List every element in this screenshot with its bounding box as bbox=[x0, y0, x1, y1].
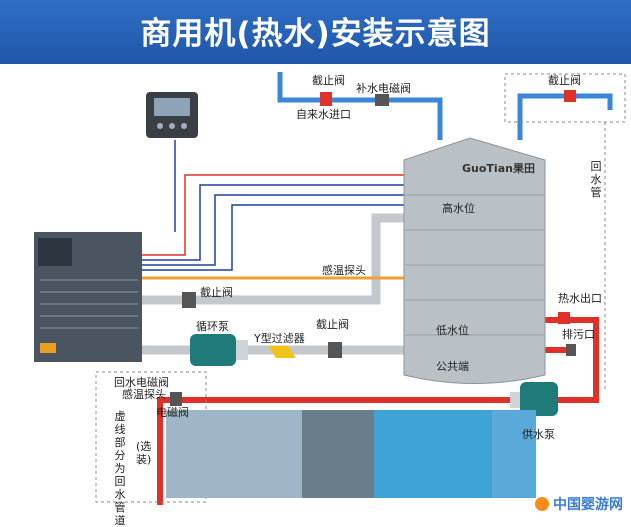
label-valve-middle: 截止阀 bbox=[200, 286, 233, 299]
label-high-level: 高水位 bbox=[442, 202, 475, 215]
label-hot-water-outlet: 热水出口 bbox=[558, 292, 602, 305]
label-dashed-note: 虚线部分为回水管道 bbox=[114, 410, 126, 527]
water-tank bbox=[403, 137, 546, 384]
label-y-filter: Y型过滤器 bbox=[254, 332, 305, 345]
label-tap-water-inlet: 自来水进口 bbox=[296, 108, 351, 121]
label-low-level: 低水位 bbox=[436, 324, 469, 337]
label-optional: (选装) bbox=[136, 440, 152, 466]
valves bbox=[170, 90, 576, 406]
page-title: 商用机(热水)安装示意图 bbox=[140, 16, 491, 52]
supply-pump bbox=[510, 382, 558, 416]
sensor-wires bbox=[140, 140, 437, 360]
label-common-end: 公共端 bbox=[436, 360, 469, 373]
label-solenoid-valve: 电磁阀 bbox=[156, 406, 189, 419]
label-solenoid-makeup: 补水电磁阀 bbox=[356, 82, 411, 95]
label-drain-outlet: 排污口 bbox=[562, 328, 595, 341]
label-probe-small: 感温探头 bbox=[122, 388, 166, 401]
watermark-text: 中国婴游网 bbox=[553, 497, 623, 513]
label-valve-top-right: 截止阀 bbox=[548, 74, 581, 87]
y-filter bbox=[268, 346, 296, 358]
label-valve-lower: 截止阀 bbox=[316, 318, 349, 331]
label-supply-pump: 供水泵 bbox=[522, 428, 555, 441]
label-return-pipe: 回水管 bbox=[590, 160, 602, 199]
title-bar: 商用机(热水)安装示意图 bbox=[0, 0, 631, 64]
label-circulation-pump: 循环泵 bbox=[196, 320, 229, 333]
controller-panel bbox=[146, 92, 198, 138]
label-valve-top-left: 截止阀 bbox=[312, 74, 345, 87]
watermark-logo: 中国婴游网 bbox=[535, 494, 623, 514]
heat-pump-unit bbox=[34, 232, 142, 362]
tank-brand: GuoTian果田 bbox=[462, 162, 535, 175]
label-temp-probe: 感温探头 bbox=[322, 264, 366, 277]
label-return-solenoid: 回水电磁阀 bbox=[114, 376, 169, 389]
logo-icon bbox=[535, 497, 549, 511]
usage-photos bbox=[166, 410, 536, 498]
circulation-pump bbox=[190, 334, 248, 366]
